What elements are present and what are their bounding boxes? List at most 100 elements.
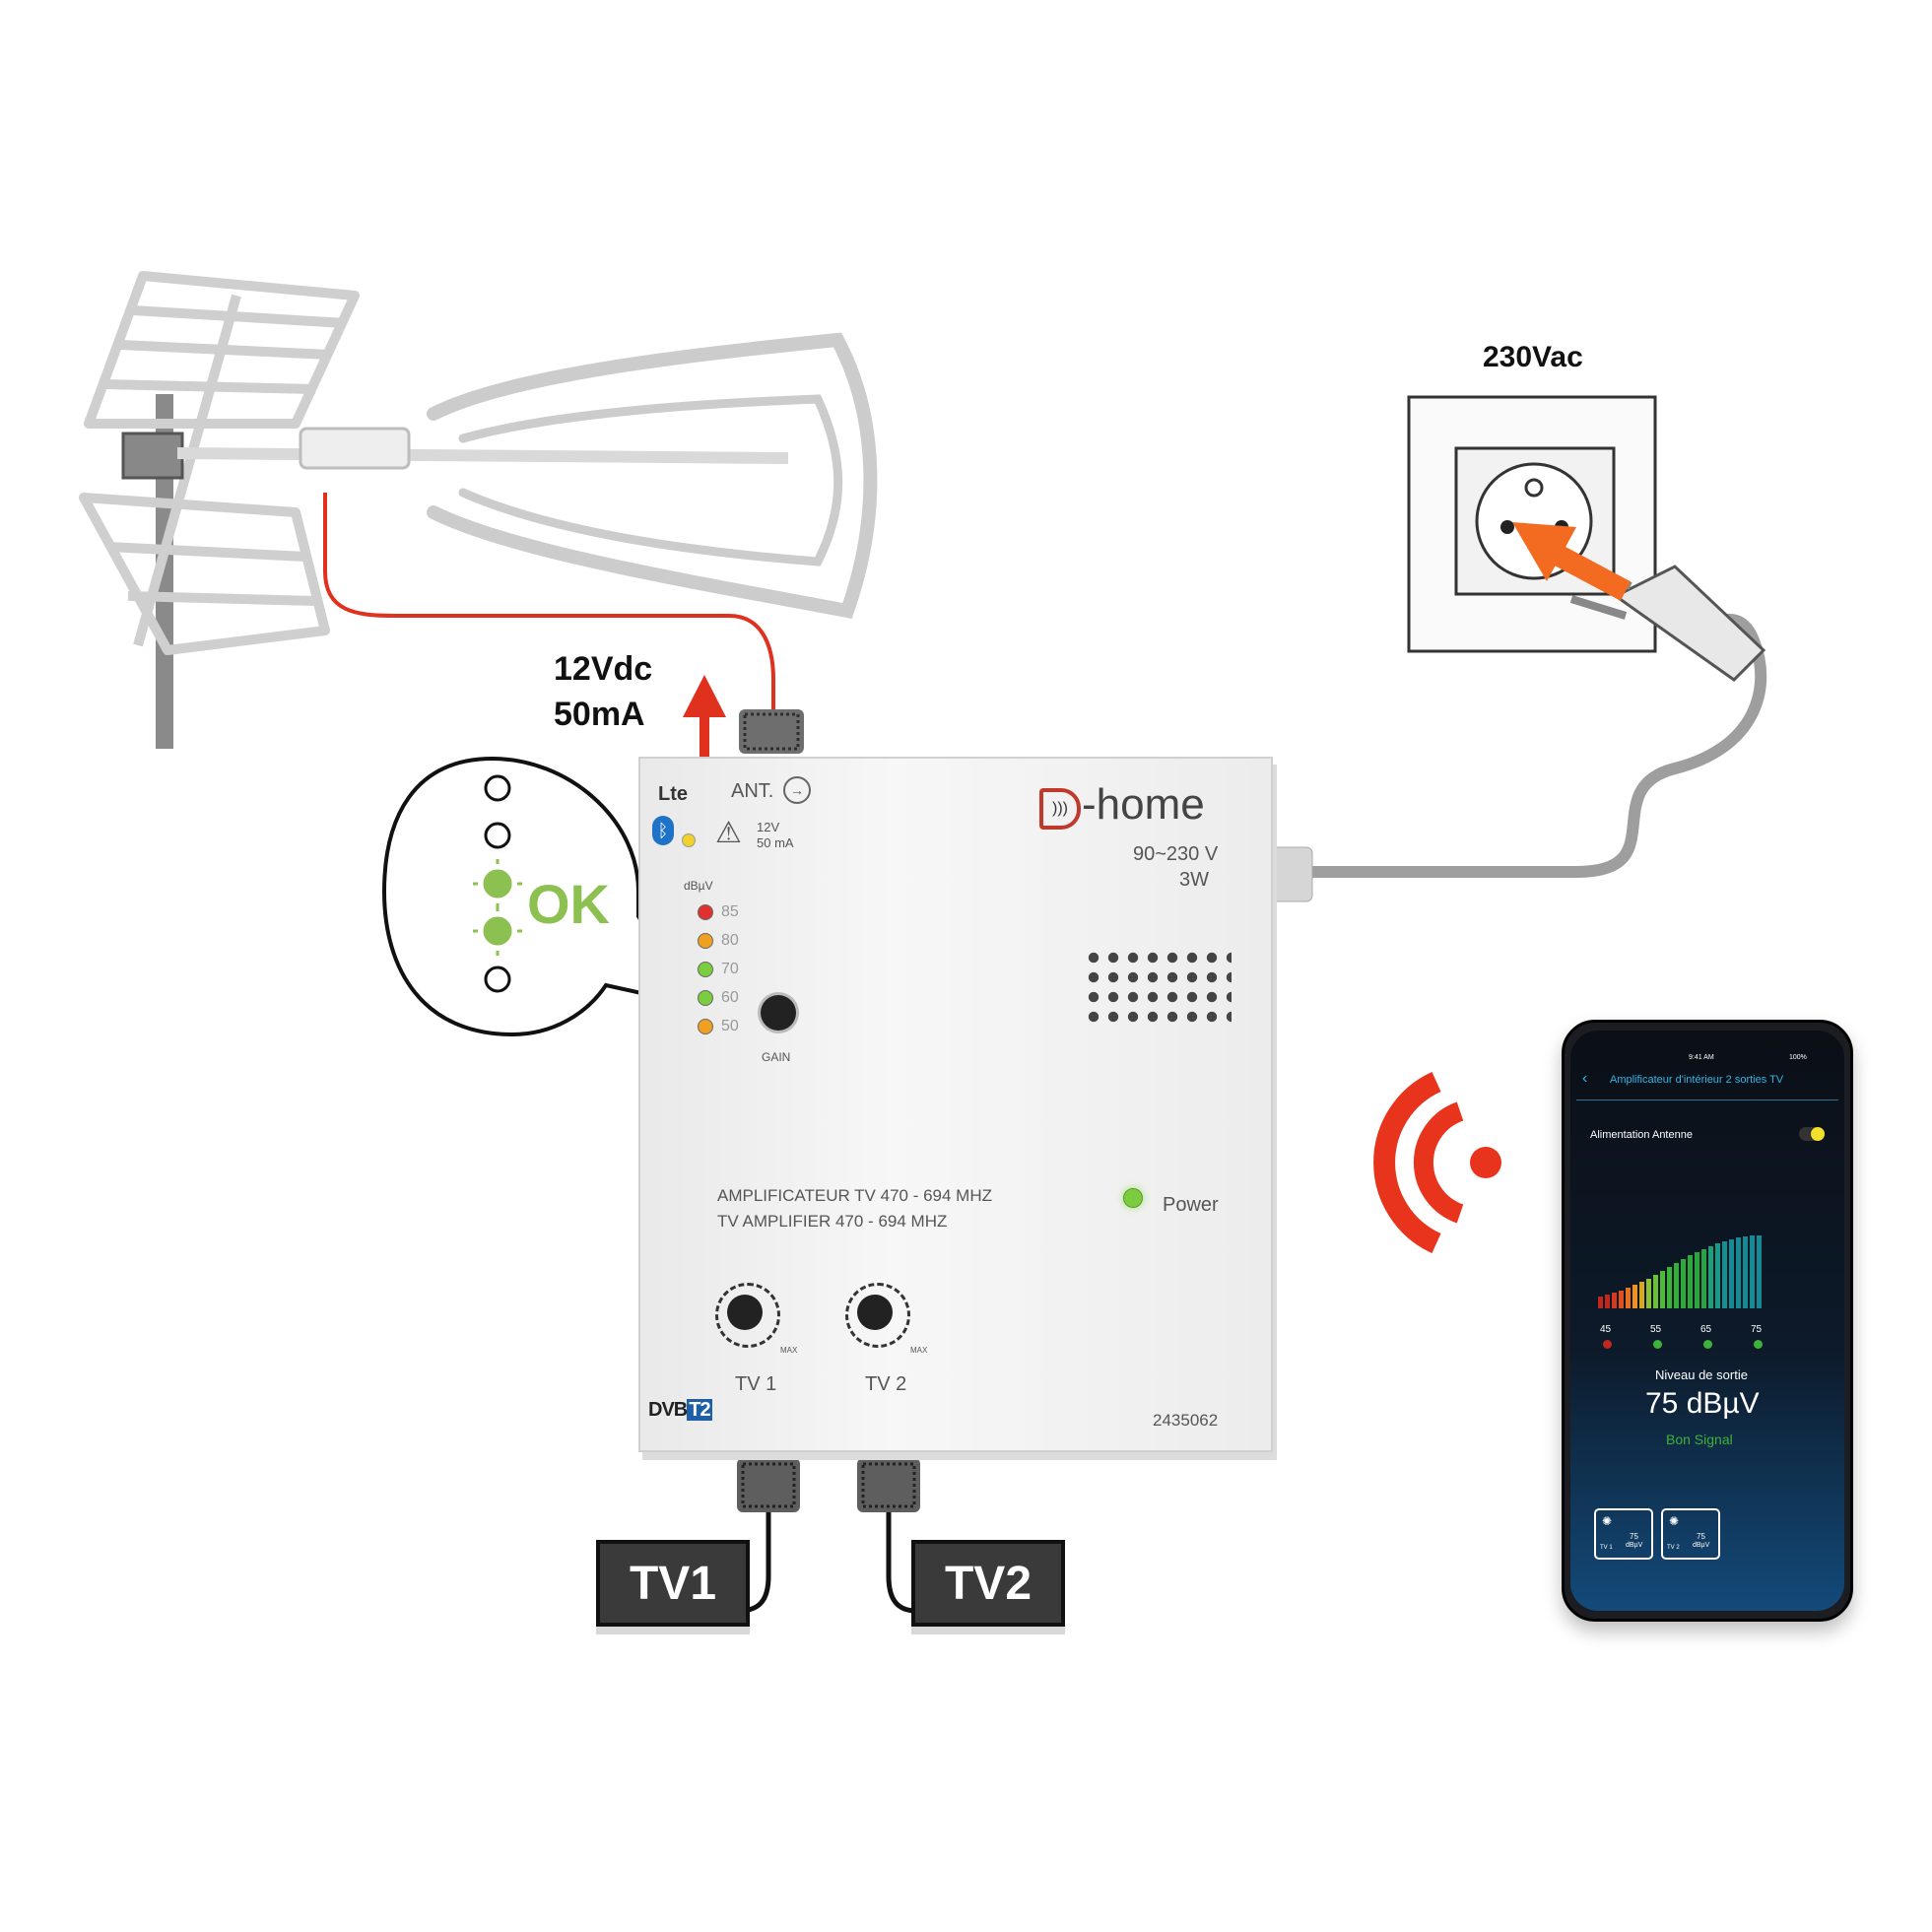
supply-voltage: 90~230 V [1133, 843, 1219, 865]
warning-current: 50 mA [757, 835, 794, 850]
scale-75: 75 [1751, 1324, 1763, 1335]
antenna-box [299, 427, 411, 470]
bluetooth-icon: ᛒ [652, 816, 674, 845]
back-button[interactable]: ‹ [1582, 1070, 1588, 1087]
led-70 [698, 962, 713, 977]
phone-time: 9:41 AM [1689, 1054, 1714, 1061]
brand-logo-icon: ))) [1039, 788, 1081, 830]
mini2-unit: dBµV [1693, 1542, 1710, 1549]
ok-label: OK [527, 873, 610, 935]
amplifier-device: Lte ᛒ ANT. → ⚠ 12V 50 mA ))) -home 90~23… [638, 757, 1273, 1452]
phone-battery: 100% [1789, 1054, 1807, 1061]
output-card-tv2[interactable]: ✺ 75 dBµV TV 2 [1661, 1508, 1720, 1560]
antenna-directors [427, 332, 878, 619]
antenna-input-connector [739, 709, 804, 754]
scale-45: 45 [1600, 1324, 1612, 1335]
tv2-knob-scale [845, 1283, 910, 1348]
warning-icon: ⚠ [715, 817, 742, 849]
led-60-label: 60 [721, 989, 739, 1006]
wireless-icon [1373, 1071, 1501, 1254]
antenna-cable [323, 493, 775, 719]
scale-dot-55 [1653, 1340, 1662, 1349]
level-value: 75 dBµV [1645, 1387, 1760, 1420]
callout-led-lit [473, 859, 522, 956]
phone-screen: 9:41 AM 100% ‹ Amplificateur d'intérieur… [1570, 1031, 1844, 1611]
tv2-knob[interactable] [857, 1295, 893, 1330]
tv1-knob-scale [715, 1283, 780, 1348]
gain-knob[interactable] [761, 995, 796, 1031]
plug-in-arrow [1512, 522, 1632, 601]
led-85 [698, 904, 713, 920]
mini-knob-icon: ✺ [1602, 1514, 1613, 1528]
led-70-label: 70 [721, 961, 739, 977]
mini1-name: TV 1 [1600, 1545, 1613, 1551]
mini2-name: TV 2 [1667, 1545, 1680, 1551]
led-50-label: 50 [721, 1018, 739, 1034]
ant-label: ANT. [731, 780, 774, 802]
smartphone: 9:41 AM 100% ‹ Amplificateur d'intérieur… [1562, 1020, 1853, 1622]
tv1-knob-label: TV 1 [735, 1373, 777, 1395]
power-label: Power [1163, 1194, 1219, 1216]
dc-current-label: 50mA [554, 696, 645, 733]
led-60 [698, 990, 713, 1006]
description-en: TV AMPLIFIER 470 - 694 MHZ [717, 1212, 948, 1231]
led-80-label: 80 [721, 932, 739, 949]
antenna-reflector [79, 271, 360, 655]
toggle-label: Alimentation Antenne [1590, 1129, 1693, 1141]
input-arrow-icon: → [783, 776, 811, 804]
antenna-bracket [121, 432, 184, 480]
power-up-arrow [683, 675, 726, 761]
dvb-text: DVB [648, 1399, 688, 1421]
t2-text: T2 [687, 1399, 712, 1421]
scale-dot-45 [1603, 1340, 1612, 1349]
output-connector-tv1 [737, 1458, 800, 1512]
signal-meter [1598, 1235, 1805, 1308]
power-watts: 3W [1179, 869, 1209, 891]
mini1-unit: dBµV [1626, 1542, 1643, 1549]
mains-voltage-label: 230Vac [1483, 341, 1583, 373]
bluetooth-led [682, 833, 696, 847]
led-80 [698, 933, 713, 949]
mini-knob-icon: ✺ [1669, 1514, 1680, 1528]
vent-grille [1084, 948, 1232, 1027]
antenna-power-toggle[interactable] [1799, 1127, 1825, 1141]
led-50 [698, 1019, 713, 1034]
gain-label: GAIN [762, 1050, 791, 1064]
scale-dot-75 [1754, 1340, 1763, 1349]
mini1-value: 75 [1630, 1532, 1638, 1541]
tv1-knob[interactable] [727, 1295, 763, 1330]
tv2-max-label: MAX [910, 1346, 928, 1355]
tv2-cable [886, 1512, 917, 1614]
led-callout-bubble [381, 756, 700, 1037]
tv2-knob-label: TV 2 [865, 1373, 907, 1395]
tv1-box: TV1 [596, 1540, 750, 1627]
antenna-boom [176, 447, 789, 464]
level-label: Niveau de sortie [1655, 1367, 1748, 1382]
callout-led-ring [484, 774, 511, 993]
scale-dot-65 [1703, 1340, 1712, 1349]
signal-status: Bon Signal [1666, 1432, 1733, 1447]
power-led [1123, 1188, 1143, 1208]
header-divider [1576, 1099, 1838, 1100]
brand-name: -home [1082, 780, 1205, 829]
scale-55: 55 [1650, 1324, 1662, 1335]
output-connector-tv2 [857, 1458, 920, 1512]
scale-65: 65 [1700, 1324, 1712, 1335]
serial-number: 2435062 [1153, 1411, 1219, 1430]
led-85-label: 85 [721, 903, 739, 920]
cable-strain-relief [1270, 846, 1313, 902]
lte-logo: Lte [658, 783, 688, 805]
dc-voltage-label: 12Vdc [554, 650, 653, 688]
tv2-box: TV2 [911, 1540, 1065, 1627]
antenna-mast [156, 394, 173, 749]
warning-voltage: 12V [757, 820, 780, 834]
description-fr: AMPLIFICATEUR TV 470 - 694 MHZ [717, 1186, 992, 1205]
tv1-max-label: MAX [780, 1346, 798, 1355]
output-card-tv1[interactable]: ✺ 75 dBµV TV 1 [1594, 1508, 1653, 1560]
level-unit: dBµV [684, 879, 713, 893]
phone-title: Amplificateur d'intérieur 2 sorties TV [1610, 1074, 1784, 1086]
toggle-knob [1811, 1127, 1825, 1141]
